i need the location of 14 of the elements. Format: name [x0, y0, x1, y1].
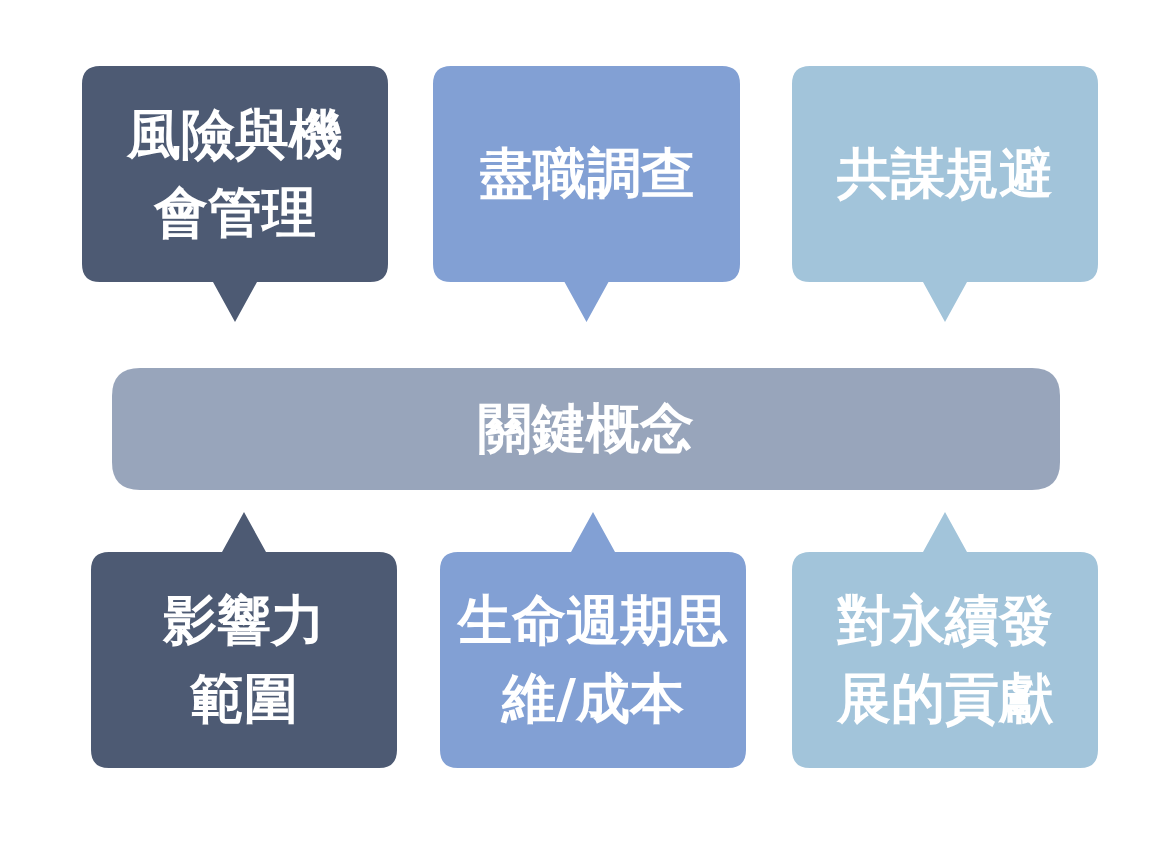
- bubble-label: 盡職調查: [478, 140, 695, 207]
- bubble-label: 共謀規避: [837, 140, 1053, 207]
- bubble-label: 關鍵概念: [478, 395, 694, 462]
- speech-bubble: [91, 512, 397, 768]
- speech-bubble: [792, 512, 1098, 768]
- speech-bubble: [440, 512, 746, 768]
- concept-bar: [112, 368, 1060, 490]
- bubble-label: 生命週期思維/成本: [458, 587, 728, 732]
- speech-bubble: [433, 66, 740, 322]
- bubble-label: 風險與機會管理: [125, 101, 344, 246]
- bubble-label: 影響力範圍: [162, 587, 326, 732]
- speech-bubble: [792, 66, 1098, 322]
- bubble-label: 對永續發展的貢獻: [835, 587, 1054, 732]
- speech-bubble: [82, 66, 388, 322]
